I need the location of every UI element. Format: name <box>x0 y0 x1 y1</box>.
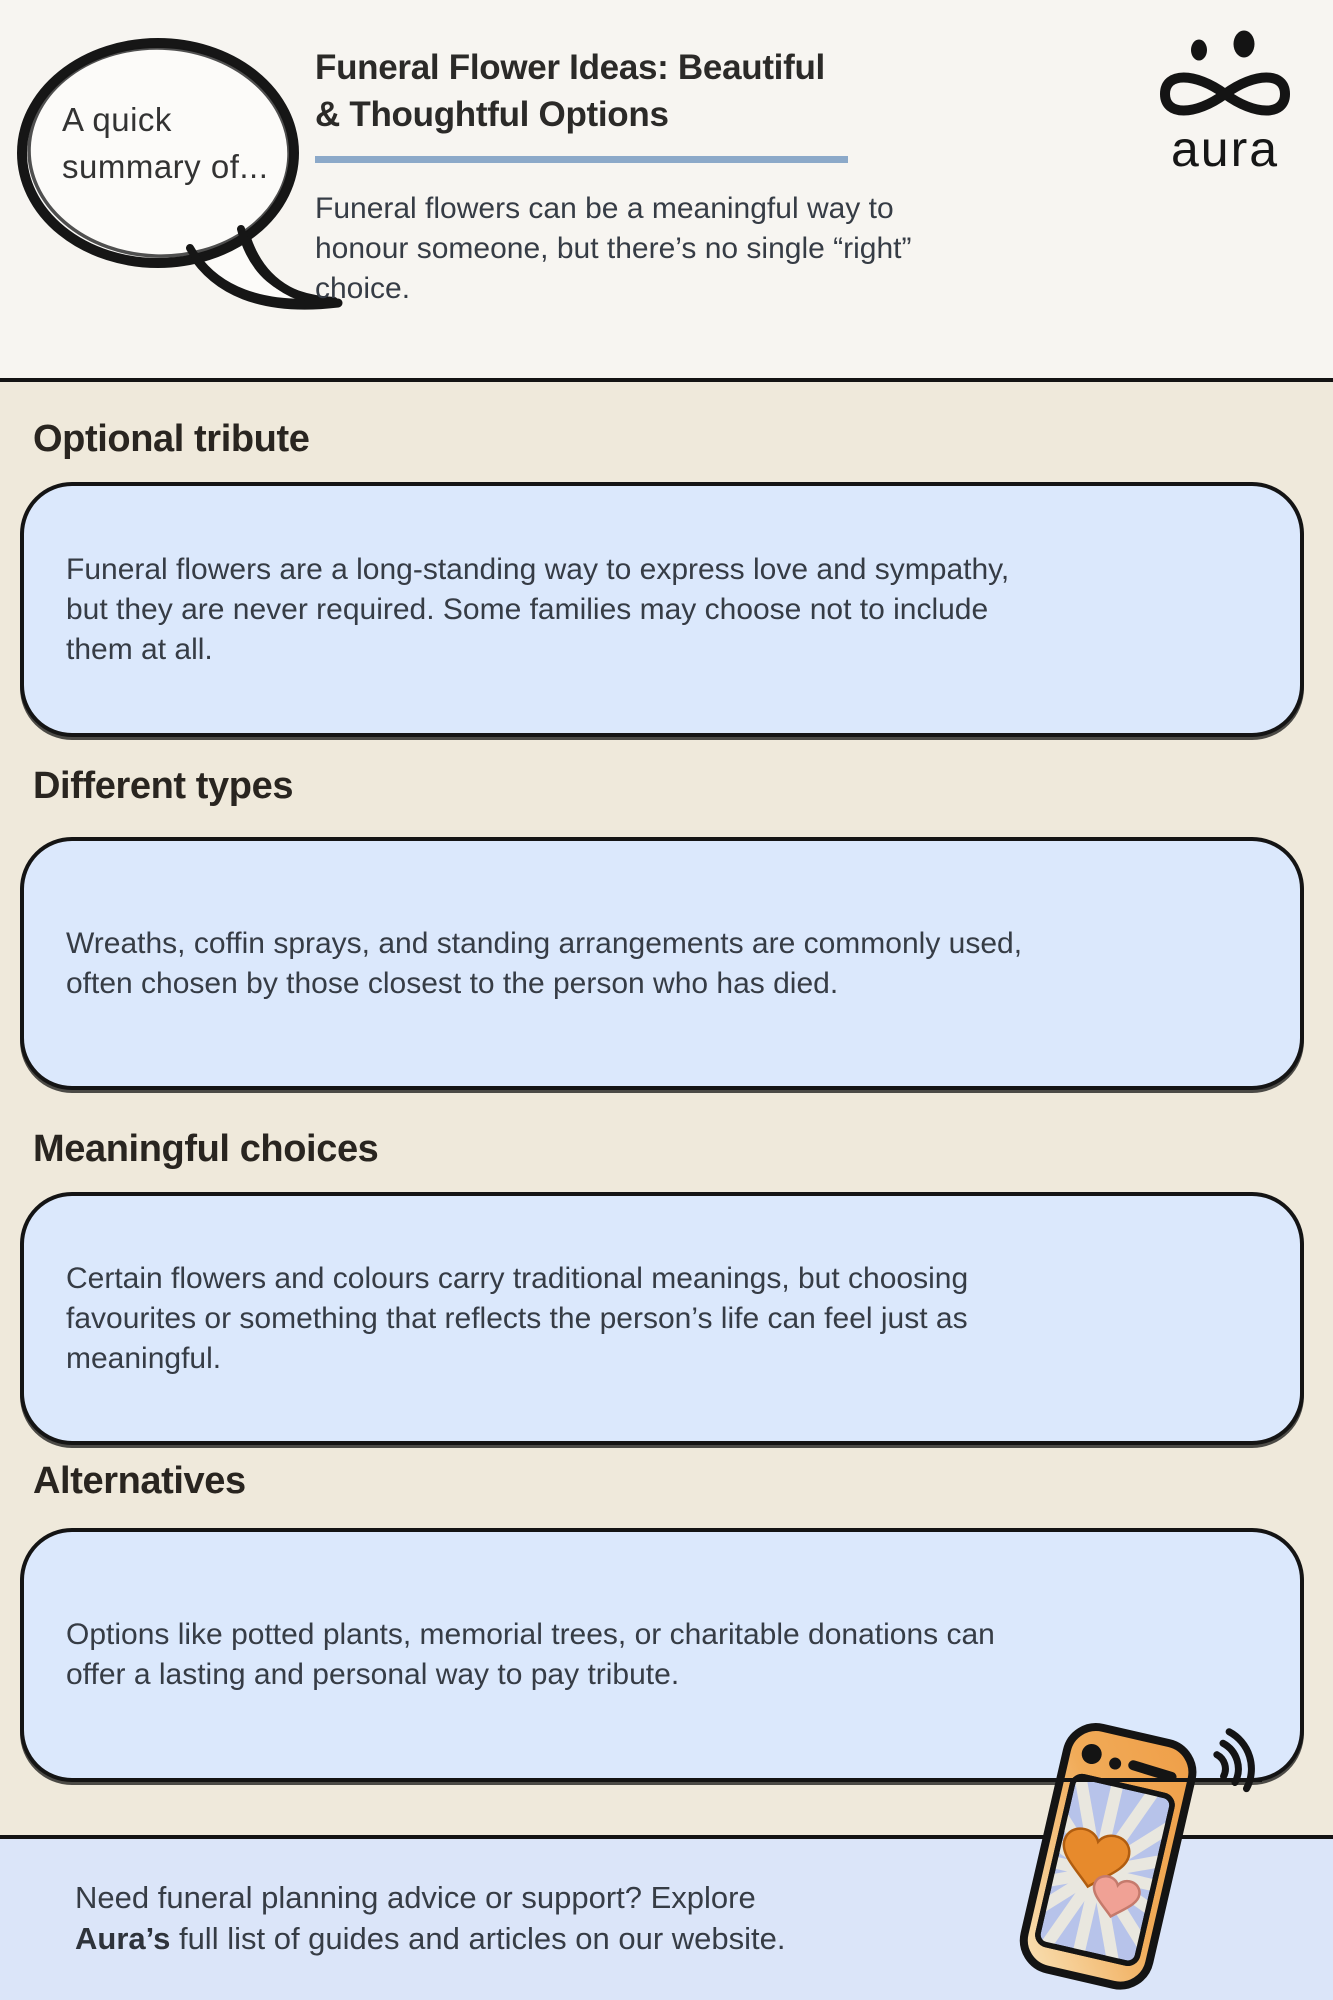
section-body: Funeral flowers are a long-standing way … <box>66 552 1010 666</box>
card-border-overlay <box>1045 1778 1262 1782</box>
section-heading-optional-tribute: Optional tribute <box>33 418 310 460</box>
footer-line2: full list of guides and articles on our … <box>170 1921 786 1956</box>
heart-icon-pink <box>1092 1874 1141 1919</box>
speech-bubble: A quick summary of... <box>8 18 348 328</box>
header: A quick summary of... Funeral Flower Ide… <box>0 0 1333 382</box>
phone-camera-icon <box>1081 1744 1102 1765</box>
section-heading-different-types: Different types <box>33 765 294 807</box>
page-title: Funeral Flower Ideas: Beautiful& Thought… <box>315 48 825 134</box>
footer-line1: Need funeral planning advice or support?… <box>75 1880 756 1915</box>
section-card: Funeral flowers are a long-standing way … <box>20 482 1304 737</box>
footer-brand: Aura’s <box>75 1921 171 1956</box>
footer-text: Need funeral planning advice or support?… <box>75 1877 786 1959</box>
section-heading-alternatives: Alternatives <box>33 1460 246 1502</box>
section-card: Wreaths, coffin sprays, and standing arr… <box>20 837 1304 1090</box>
section-body: Certain flowers and colours carry tradit… <box>66 1261 969 1375</box>
section-card: Certain flowers and colours carry tradit… <box>20 1192 1304 1445</box>
section-heading-meaningful-choices: Meaningful choices <box>33 1128 379 1170</box>
phone-speaker-bar <box>1128 1760 1177 1782</box>
phone-hearts-illustration <box>990 1706 1330 2000</box>
title-underline <box>315 156 848 163</box>
heart-icon-orange <box>1062 1827 1131 1889</box>
section-body: Options like potted plants, memorial tre… <box>66 1618 995 1691</box>
title-block: Funeral Flower Ideas: Beautiful& Thought… <box>315 44 955 309</box>
aura-logo: aura <box>1125 30 1325 177</box>
section-body: Wreaths, coffin sprays, and standing arr… <box>66 926 1023 1000</box>
aura-logo-text: aura <box>1170 121 1280 177</box>
aura-infinity-icon <box>1160 30 1290 116</box>
speech-bubble-shape <box>17 38 343 310</box>
intro-text: Funeral flowers can be a meaningful way … <box>315 192 912 305</box>
speech-bubble-text: A quick summary of... <box>62 101 269 185</box>
